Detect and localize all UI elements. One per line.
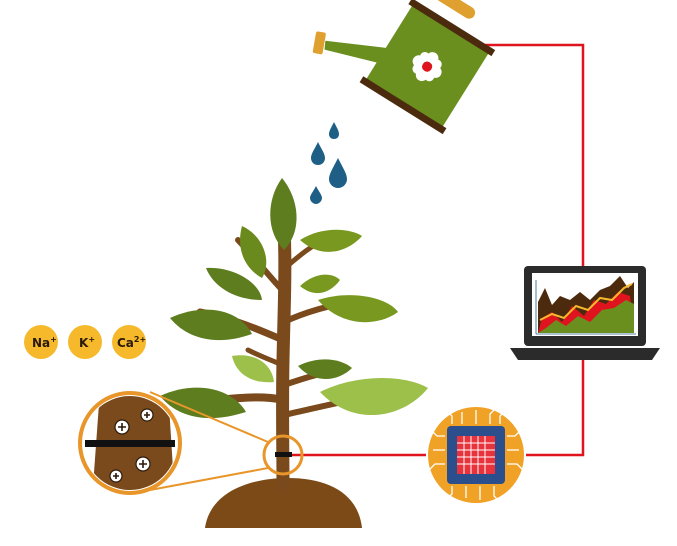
- leaf-right-bottom-light: [320, 377, 428, 416]
- ion-badge-k: K+: [68, 325, 102, 359]
- svg-text:K+: K+: [79, 335, 95, 350]
- laptop-icon: [510, 266, 660, 360]
- ion-charge-ca: 2+: [134, 335, 146, 344]
- can-spout-head: [312, 31, 326, 55]
- sensor-wires: [292, 43, 585, 457]
- leaf-upper-right: [300, 229, 362, 252]
- magnifier-line-bottom: [149, 467, 269, 491]
- plant-icon: [160, 178, 428, 495]
- leaf-right-mid: [318, 295, 398, 323]
- magnifier-ring-small: [262, 434, 304, 476]
- chip-core: [457, 436, 495, 474]
- ion-badges: Na+ K+ Ca2+: [24, 325, 146, 359]
- ion-symbol-k: K: [79, 336, 89, 350]
- leaf-right-lower: [298, 359, 352, 379]
- magnified-membrane: [85, 440, 175, 447]
- laptop-chart-graphic: [535, 276, 636, 335]
- water-drop-1: [329, 122, 339, 139]
- microchip-icon: [428, 407, 524, 503]
- ion-charge-k: +: [88, 335, 95, 344]
- flower-emblem: [412, 51, 442, 82]
- leaf-top: [270, 178, 297, 250]
- laptop-base: [510, 348, 660, 360]
- ion-symbol-ca: Ca: [117, 336, 134, 350]
- water-drop-2: [311, 142, 325, 165]
- leaf-upper-left: [240, 226, 267, 278]
- water-drop-3: [329, 158, 347, 188]
- can-body-rim-top: [408, 0, 496, 57]
- cation-plus-signs: [113, 412, 150, 479]
- wire-laptop-to-chip: [526, 358, 585, 457]
- leaf-left-bottom: [160, 387, 246, 419]
- chip-traces: [428, 407, 524, 503]
- ion-badge-na: Na+: [24, 325, 58, 359]
- chip-grid: [457, 436, 495, 474]
- wire-can-to-laptop: [478, 43, 585, 268]
- svg-text:Ca2+: Ca2+: [117, 335, 146, 350]
- svg-text:Na+: Na+: [32, 335, 57, 350]
- leaf-left-mid: [206, 267, 262, 300]
- ion-badge-ca: Ca2+: [112, 325, 146, 359]
- can-handle: [430, 0, 476, 19]
- can-body-rim-bottom: [359, 76, 447, 135]
- stem-electrode: [275, 452, 292, 457]
- plant-stem: [196, 218, 363, 495]
- magnifier-line-top: [149, 391, 269, 443]
- leaf-right-small: [300, 274, 340, 294]
- leaf-left-light: [232, 355, 274, 383]
- ion-symbol-na: Na: [32, 336, 50, 350]
- magnifier-icon: [78, 391, 304, 495]
- plant-leaves: [160, 178, 428, 419]
- ion-charge-na: +: [50, 335, 57, 344]
- can-spout: [324, 40, 386, 64]
- water-drop-4: [310, 186, 322, 204]
- water-drops: [310, 122, 347, 204]
- soil-mound: [205, 478, 362, 528]
- watering-can-icon: [312, 0, 496, 135]
- leaf-left-large: [170, 309, 252, 341]
